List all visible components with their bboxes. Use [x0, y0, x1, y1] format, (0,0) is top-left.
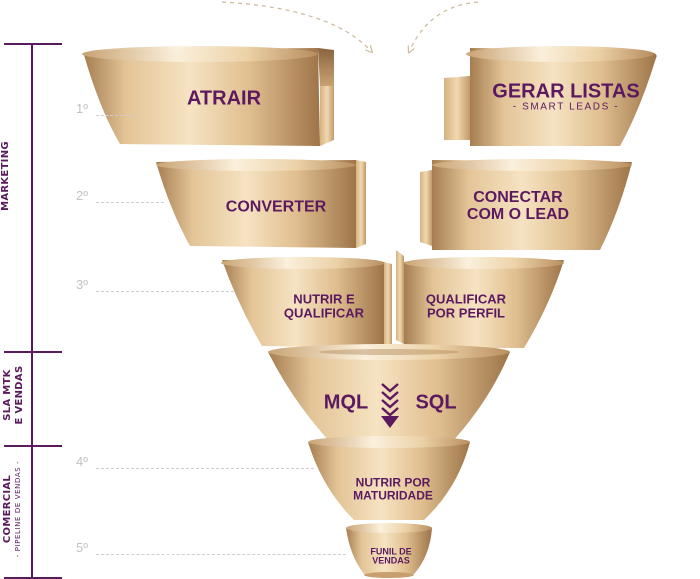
label-funil-de-vendas: FUNIL DE VENDAS — [370, 546, 412, 566]
label-conectar-com-o-lead: CONECTAR COM O LEAD — [466, 189, 570, 223]
phase-label-marketing: MARKETING — [0, 141, 11, 211]
label-gerar-listas: GERAR LISTAS — [492, 80, 640, 103]
step-number-3: 3º — [76, 277, 88, 292]
label-atrair: ATRAIR — [186, 87, 262, 110]
phase-label-comercial: COMERCIAL - PIPELINE DE VENDAS - — [2, 460, 22, 558]
tier2-right-segment — [420, 159, 632, 250]
label-sql: SQL — [415, 391, 457, 414]
step-guide-1 — [96, 115, 132, 116]
tier5-segment — [308, 436, 470, 520]
tier6-segment — [346, 523, 432, 578]
rail-tick — [4, 577, 62, 579]
step-number-5: 5º — [76, 540, 88, 555]
tier2-left-segment — [156, 159, 366, 248]
label-nutrir-por-maturidade: NUTRIR POR MATURIDADE — [353, 475, 433, 502]
step-number-1: 1º — [76, 101, 88, 116]
rail-tick — [4, 43, 62, 45]
step-guide-2 — [96, 202, 164, 203]
label-mql: MQL — [323, 391, 369, 414]
rail-tick — [4, 351, 62, 353]
step-guide-4 — [96, 468, 314, 469]
label-smart-leads: - SMART LEADS - — [512, 101, 620, 113]
rail-tick — [4, 445, 62, 447]
tier1-left-segment — [82, 46, 334, 146]
step-guide-3 — [96, 291, 234, 292]
phase-label-sla: SLA MTK E VENDAS — [2, 365, 25, 425]
step-number-4: 4º — [76, 454, 88, 469]
tier4-segment — [268, 344, 510, 442]
arrow-down-icon — [381, 416, 399, 428]
label-qualificar-por-perfil: QUALIFICAR POR PERFIL — [425, 291, 507, 320]
step-number-2: 2º — [76, 188, 88, 203]
step-guide-5 — [96, 554, 346, 555]
arrow-left-dashed — [221, 1, 370, 50]
label-nutrir-e-qualificar: NUTRIR E QUALIFICAR — [283, 291, 365, 320]
phase-rail — [31, 44, 33, 578]
label-converter: CONVERTER — [225, 198, 327, 216]
tier1-right-segment — [444, 46, 657, 146]
arrow-right-dashed — [410, 1, 479, 50]
tier3-right-segment — [396, 250, 564, 348]
chevron-down-icon — [381, 383, 399, 417]
tier3-left-segment — [221, 257, 392, 348]
